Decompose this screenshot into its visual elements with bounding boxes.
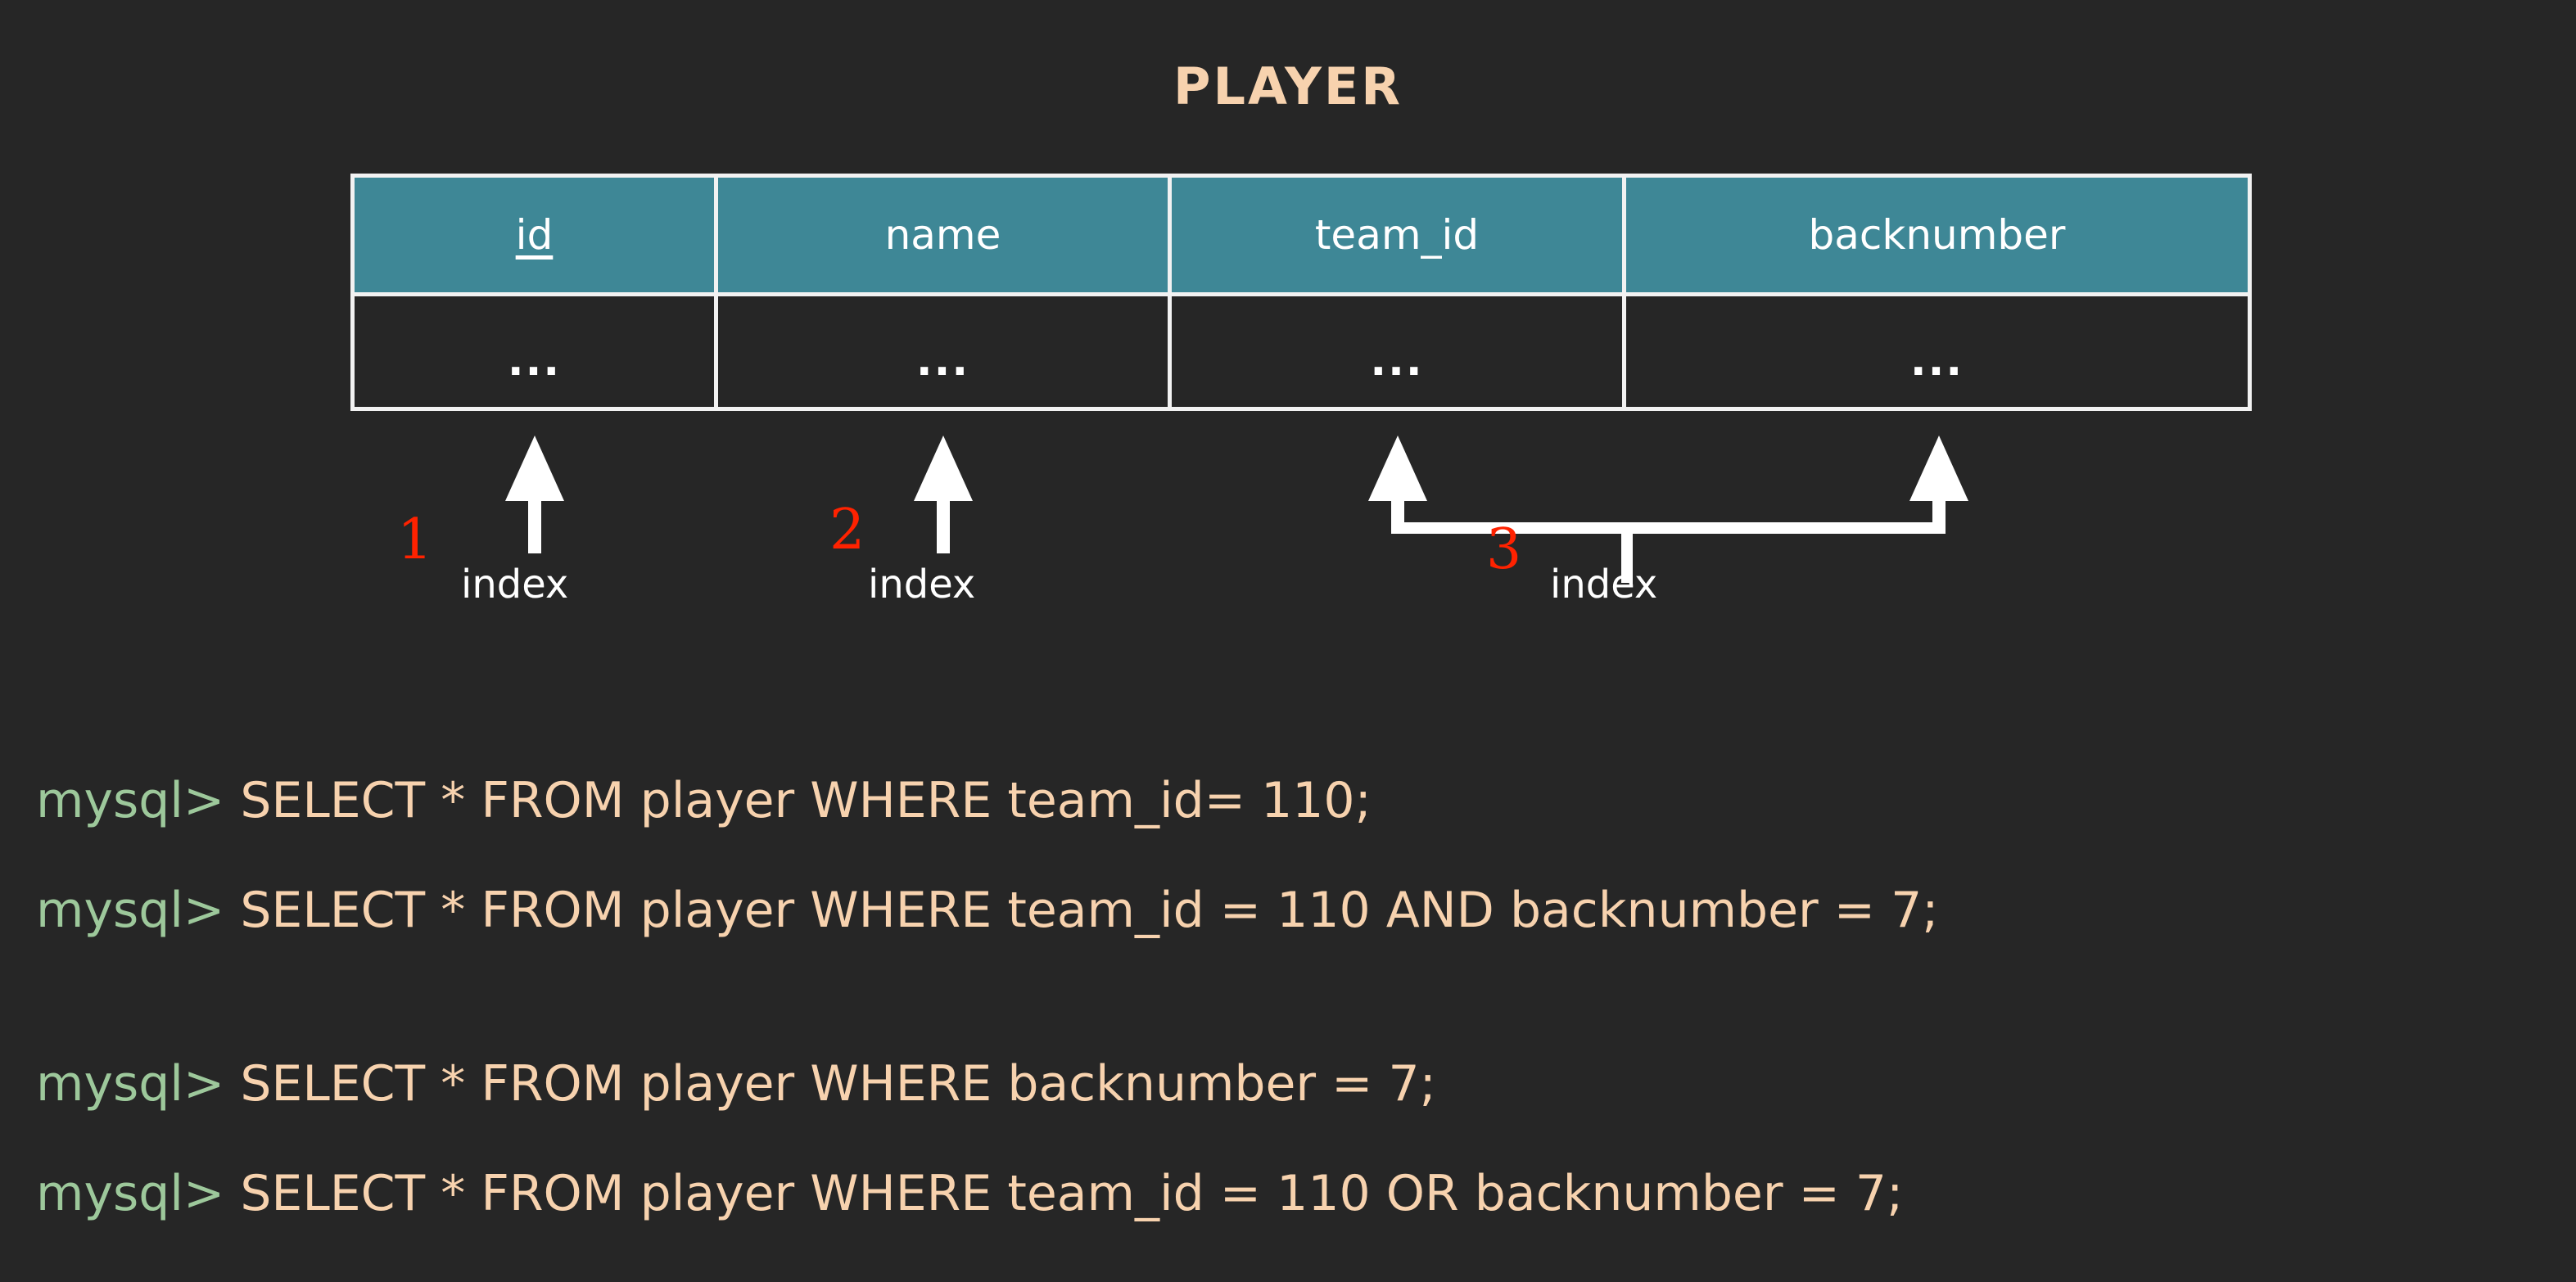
cell-backnumber: ... <box>1909 336 1964 386</box>
column-header-team-id: team_id <box>1172 178 1626 292</box>
annotation-number-2: 2 <box>829 498 865 562</box>
sql-line-4: mysql> SELECT * FROM player WHERE team_i… <box>36 1169 2542 1218</box>
sql-prompt-2: mysql> <box>36 882 225 939</box>
table-row: ... ... ... ... <box>355 296 2248 407</box>
sql-line-1: mysql> SELECT * FROM player WHERE team_i… <box>36 776 2542 825</box>
index-label-3: index <box>1550 562 1658 607</box>
index-label-1: index <box>461 562 569 607</box>
column-header-id: id <box>355 178 718 292</box>
cell-name: ... <box>718 296 1172 407</box>
column-header-name-label: name <box>884 211 1001 259</box>
sql-prompt-1: mysql> <box>36 772 225 829</box>
column-header-team-id-label: team_id <box>1314 211 1480 259</box>
column-header-name: name <box>718 178 1172 292</box>
sql-statement-4: SELECT * FROM player WHERE team_id = 110… <box>224 1165 1904 1222</box>
index-arrow-3-composite-icon <box>1368 436 1968 583</box>
column-header-backnumber: backnumber <box>1626 178 2248 292</box>
sql-prompt-4: mysql> <box>36 1165 225 1222</box>
sql-statement-3: SELECT * FROM player WHERE backnumber = … <box>224 1055 1436 1113</box>
sql-line-3: mysql> SELECT * FROM player WHERE backnu… <box>36 1059 2542 1108</box>
annotation-number-1: 1 <box>397 508 433 572</box>
sql-line-2: mysql> SELECT * FROM player WHERE team_i… <box>36 886 2542 935</box>
table-header-row: id name team_id backnumber <box>355 178 2248 296</box>
sql-statement-2: SELECT * FROM player WHERE team_id = 110… <box>224 882 1939 939</box>
cell-id: ... <box>355 296 718 407</box>
column-header-backnumber-label: backnumber <box>1808 211 2066 259</box>
column-header-id-label: id <box>515 211 554 259</box>
player-table: id name team_id backnumber ... ... ... .… <box>350 174 2252 411</box>
sql-console: mysql> SELECT * FROM player WHERE team_i… <box>36 776 2542 1279</box>
sql-prompt-3: mysql> <box>36 1055 225 1113</box>
page-title: PLAYER <box>1173 56 1403 116</box>
index-label-2: index <box>868 562 976 607</box>
annotation-number-3: 3 <box>1486 517 1522 582</box>
sql-statement-1: SELECT * FROM player WHERE team_id= 110; <box>224 772 1372 829</box>
index-arrow-1-icon <box>505 436 564 553</box>
index-arrow-2-icon <box>914 436 973 553</box>
cell-team-id: ... <box>1172 296 1626 407</box>
